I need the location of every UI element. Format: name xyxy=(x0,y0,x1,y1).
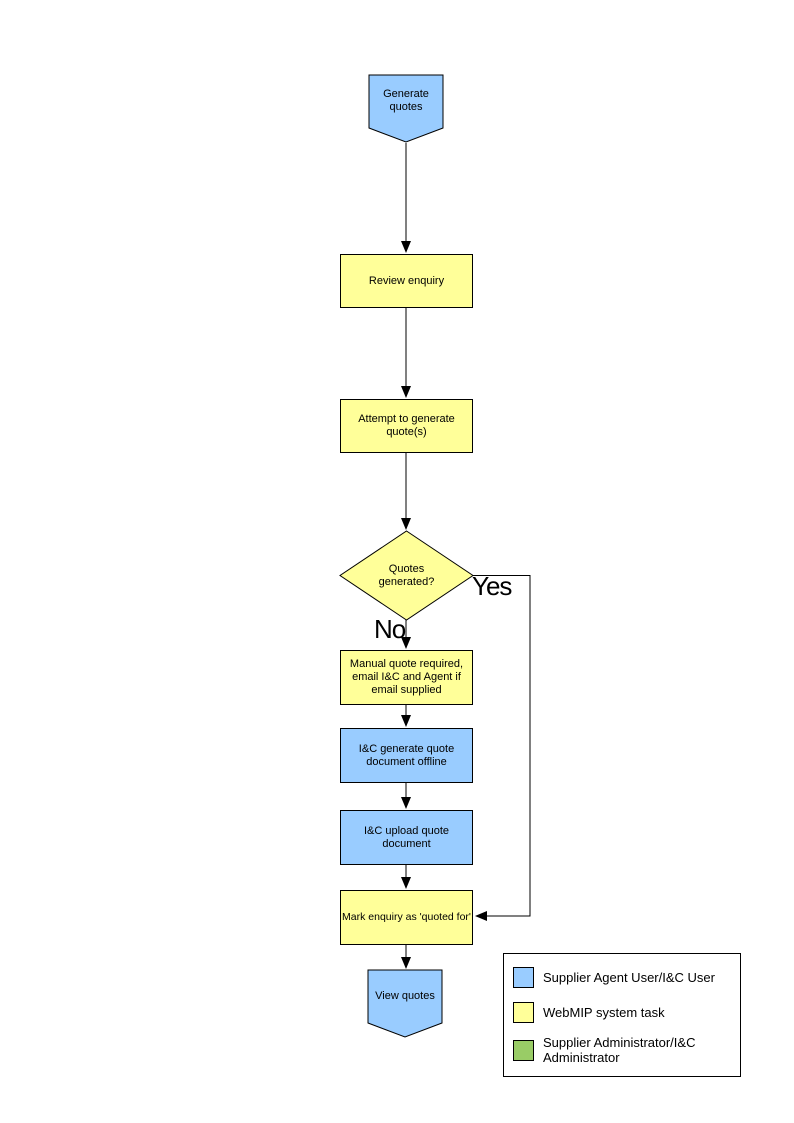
legend-label-supplier-admin: Supplier Administrator/I&C Administrator xyxy=(543,1035,696,1065)
branch-label-yes: Yes xyxy=(472,571,512,601)
legend-label-webmip-task: WebMIP system task xyxy=(543,1005,665,1020)
decision-diamond-shape xyxy=(339,530,474,621)
node-ic-generate-offline: I&C generate quote document offline xyxy=(340,728,473,783)
legend-item-supplier-agent: Supplier Agent User/I&C User xyxy=(513,967,735,988)
end-node-shape xyxy=(367,969,443,1038)
node-attempt-generate: Attempt to generate quote(s) xyxy=(340,399,473,453)
start-node-shape xyxy=(368,74,444,143)
node-mark-enquiry-quoted: Mark enquiry as 'quoted for' xyxy=(340,890,473,945)
legend-label-supplier-agent: Supplier Agent User/I&C User xyxy=(543,970,715,985)
node-manual-quote-required: Manual quote required, email I&C and Age… xyxy=(340,650,473,705)
legend: Supplier Agent User/I&C User WebMIP syst… xyxy=(503,953,741,1077)
node-review-enquiry: Review enquiry xyxy=(340,254,473,308)
legend-swatch-blue xyxy=(513,967,534,988)
legend-item-webmip-task: WebMIP system task xyxy=(513,1002,735,1023)
connector-yes-branch xyxy=(473,575,531,921)
node-ic-upload-document: I&C upload quote document xyxy=(340,810,473,865)
legend-swatch-yellow xyxy=(513,1002,534,1023)
legend-item-supplier-admin: Supplier Administrator/I&C Administrator xyxy=(513,1035,735,1065)
legend-swatch-green xyxy=(513,1039,534,1061)
branch-label-no: No xyxy=(374,614,406,644)
